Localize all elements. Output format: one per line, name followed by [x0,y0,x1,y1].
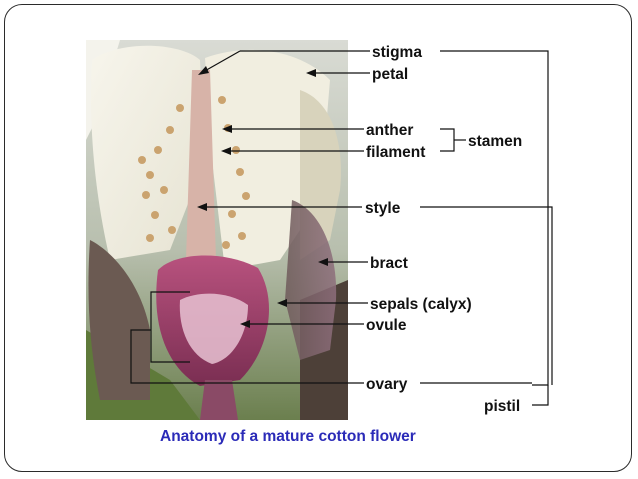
label-stamen: stamen [468,133,522,150]
label-pistil: pistil [484,398,520,415]
label-filament: filament [366,144,425,161]
label-ovule: ovule [366,317,407,334]
flower-photo [86,40,348,420]
label-anther: anther [366,122,413,139]
label-bract: bract [370,255,408,272]
label-stigma: stigma [372,44,422,61]
label-sepals: sepals (calyx) [370,296,472,313]
figure-caption: Anatomy of a mature cotton flower [160,428,416,445]
label-petal: petal [372,66,408,83]
label-style: style [365,200,401,217]
label-ovary: ovary [366,376,408,393]
